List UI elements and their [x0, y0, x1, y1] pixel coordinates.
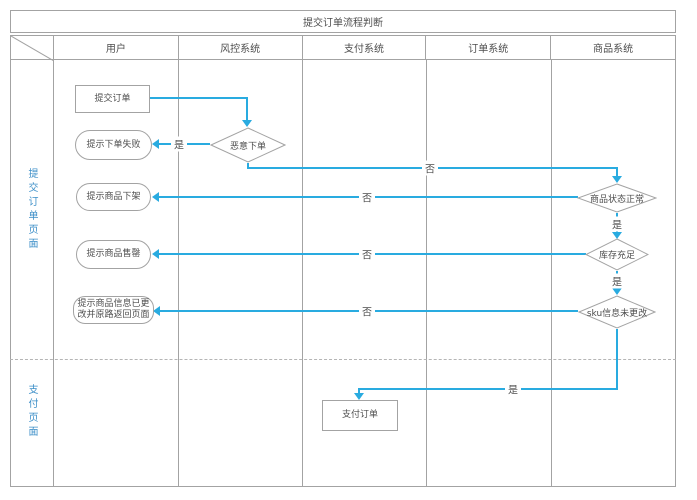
arrowhead-icon — [612, 288, 622, 295]
node-order-failed: 提示下单失败 — [75, 130, 152, 160]
connector-segment — [359, 388, 618, 390]
arrowhead-icon — [612, 232, 622, 239]
arrowhead-icon — [152, 192, 159, 202]
arrowhead-icon — [152, 249, 159, 259]
connector-segment — [358, 388, 360, 395]
lane-label-submit-order-page: 提交订单页面 — [26, 167, 37, 252]
row-divider-dashed — [10, 359, 676, 360]
decision-product-status-normal: 商品状态正常 — [577, 183, 657, 213]
lane-divider — [302, 60, 303, 487]
diagram-title: 提交订单流程判断 — [10, 10, 676, 33]
corner-diagonal-line — [11, 36, 54, 61]
edge-label-no: 否 — [359, 303, 375, 319]
column-header-risk-system: 风控系统 — [179, 36, 303, 59]
node-product-offshelf: 提示商品下架 — [76, 183, 151, 211]
arrowhead-icon — [354, 393, 364, 400]
edge-label-no: 否 — [422, 160, 438, 176]
column-header-user: 用户 — [54, 36, 179, 59]
decision-sku-unchanged: sku信息未更改 — [578, 295, 656, 329]
arrowhead-icon — [152, 139, 159, 149]
lane-label-payment-page: 支付页面 — [26, 383, 37, 440]
diamond-shape — [578, 295, 656, 329]
diagram-body — [10, 60, 676, 487]
connector-segment — [150, 97, 248, 99]
edge-label-yes: 是 — [171, 136, 187, 152]
node-submit-order: 提交订单 — [75, 85, 150, 113]
header-corner-cell — [11, 36, 54, 61]
edge-label-no: 否 — [359, 246, 375, 262]
diamond-shape — [585, 238, 649, 271]
decision-label: 库存充足 — [598, 251, 635, 261]
column-header-product-system: 商品系统 — [593, 44, 634, 55]
diamond-shape — [210, 127, 286, 163]
decision-label: 恶意下单 — [229, 141, 266, 152]
connector-segment — [616, 167, 618, 178]
arrowhead-icon — [612, 176, 622, 183]
arrowhead-icon — [242, 120, 252, 127]
decision-label: 商品状态正常 — [589, 194, 644, 205]
edge-label-no: 否 — [359, 189, 375, 205]
connector-segment — [247, 163, 249, 169]
node-product-info-changed: 提示商品信息已更改并原路返回页面 — [73, 296, 154, 324]
edge-label-yes: 是 — [505, 381, 521, 397]
lane-divider — [178, 60, 179, 487]
edge-label-yes: 是 — [609, 273, 625, 289]
decision-stock-sufficient: 库存充足 — [585, 238, 649, 271]
column-header-order-system: 订单系统 — [426, 36, 552, 59]
node-pay-order: 支付订单 — [322, 400, 398, 431]
decision-malicious-order: 恶意下单 — [210, 127, 286, 163]
column-header-row: 用户 风控系统 支付系统 订单系统 商品系统 — [10, 35, 676, 61]
lane-divider — [551, 60, 552, 487]
arrowhead-icon — [153, 306, 160, 316]
lane-divider — [53, 60, 54, 487]
node-product-soldout: 提示商品售罄 — [76, 240, 151, 269]
decision-label: sku信息未更改 — [586, 308, 648, 319]
connector-segment — [616, 329, 618, 390]
edge-label-yes: 是 — [609, 216, 625, 232]
diamond-shape — [577, 183, 657, 213]
connector-segment — [246, 97, 248, 121]
lane-divider — [426, 60, 427, 487]
column-header-payment-system: 支付系统 — [303, 36, 427, 59]
